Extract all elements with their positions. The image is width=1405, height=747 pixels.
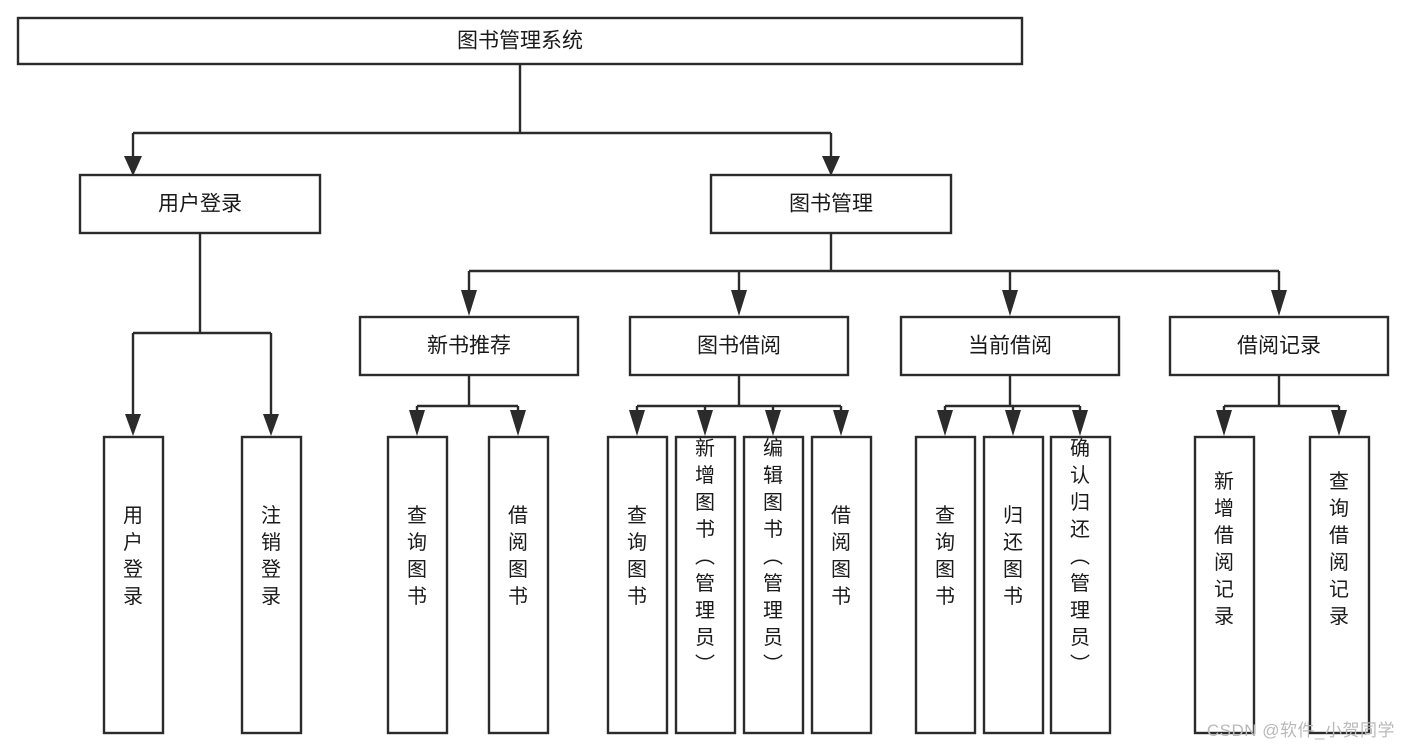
leaf-node[interactable]: 新增借阅记录	[1193, 435, 1256, 735]
leaf-node[interactable]: 查询图书	[606, 435, 669, 735]
leaf-user-login-1-label: 用户登录	[123, 505, 143, 608]
leaf-cb-1-label: 查询图书	[935, 504, 955, 608]
leaf-node[interactable]: 借阅图书	[810, 435, 873, 735]
leaf-node[interactable]: 新增图书︵管理员︶	[674, 435, 737, 735]
leaf-cb-2-label: 归还图书	[1003, 504, 1023, 608]
node-root-box[interactable]	[16, 16, 1024, 66]
node-book-borrow-box[interactable]	[628, 315, 850, 377]
leaf-cb-3-box[interactable]	[1049, 435, 1112, 735]
node-new-book-recommend[interactable]: 新书推荐	[358, 315, 580, 377]
leaf-nbr-2-label: 借阅图书	[508, 504, 528, 608]
arrow-head-leaf-br-2	[1331, 410, 1347, 436]
leaf-node[interactable]: 注销登录	[240, 435, 303, 735]
leaf-node[interactable]: 用户登录	[102, 435, 165, 735]
leaf-node[interactable]: 归还图书	[982, 435, 1045, 735]
leaf-node[interactable]: 确认归还︵管理员︶	[1049, 435, 1112, 735]
arrow-head-leaf-br-1	[1216, 410, 1232, 436]
leaf-user-login-2-label: 注销登录	[261, 504, 281, 608]
node-borrow-record[interactable]: 借阅记录	[1168, 315, 1390, 377]
connectors-book-manage-to-level3	[461, 233, 1287, 316]
leaf-bb-3-label: 编辑图书︵管理员︶	[763, 437, 783, 676]
leaf-node[interactable]: 查询借阅记录	[1308, 435, 1371, 735]
leaf-cb-3-label: 确认归还︵管理员︶	[1070, 437, 1090, 676]
node-book-borrow-label: 图书借阅	[697, 335, 781, 358]
leaf-nbr-2-box[interactable]	[487, 435, 550, 735]
node-new-book-recommend-label: 新书推荐	[427, 335, 511, 358]
node-current-borrow-box[interactable]	[899, 315, 1121, 377]
arrow-head-leaf-user-login-2	[263, 414, 279, 436]
arrow-head-borrow-record	[1271, 290, 1287, 316]
leaf-node[interactable]: 编辑图书︵管理员︶	[742, 435, 805, 735]
leaf-user-login-1-box[interactable]	[102, 435, 165, 735]
node-user-login-label: 用户登录	[158, 193, 242, 216]
node-new-book-recommend-box[interactable]	[358, 315, 580, 377]
arrow-head-book-manage	[822, 156, 840, 176]
leaf-bb-4-label: 借阅图书	[831, 504, 851, 608]
node-current-borrow[interactable]: 当前借阅	[899, 315, 1121, 377]
leaf-br-2-box[interactable]	[1308, 435, 1371, 735]
leaf-node[interactable]: 查询图书	[386, 435, 449, 735]
node-borrow-record-label: 借阅记录	[1237, 335, 1321, 358]
connectors-book-borrow-to-leaves	[629, 375, 849, 436]
leaf-br-1-box[interactable]	[1193, 435, 1256, 735]
arrow-head-book-borrow	[731, 290, 747, 316]
leaf-br-2-label: 查询借阅记录	[1329, 470, 1349, 628]
arrow-head-leaf-bb-3	[765, 410, 781, 436]
arrow-head-leaf-user-login-1	[125, 414, 141, 436]
node-book-manage-label: 图书管理	[789, 193, 873, 216]
node-user-login-box[interactable]	[78, 173, 322, 235]
node-book-manage-box[interactable]	[709, 173, 953, 235]
arrow-head-leaf-bb-2	[697, 410, 713, 436]
leaf-bb-2-label: 新增图书︵管理员︶	[695, 437, 715, 676]
leaf-bb-2-box[interactable]	[674, 435, 737, 735]
node-user-login[interactable]: 用户登录	[78, 173, 322, 235]
arrow-head-leaf-bb-1	[629, 410, 645, 436]
arrow-head-current-borrow	[1002, 290, 1018, 316]
connectors-user-login-to-leaves	[125, 233, 279, 436]
connectors-new-book-recommend-to-leaves	[409, 375, 526, 436]
node-root-label: 图书管理系统	[457, 30, 583, 53]
node-book-borrow[interactable]: 图书借阅	[628, 315, 850, 377]
leaf-nbr-1-label: 查询图书	[407, 504, 427, 608]
leaf-node[interactable]: 借阅图书	[487, 435, 550, 735]
node-book-manage[interactable]: 图书管理	[709, 173, 953, 235]
arrow-head-leaf-nbr-1	[409, 410, 425, 436]
node-root[interactable]: 图书管理系统	[16, 16, 1024, 66]
arrow-head-leaf-cb-2	[1005, 410, 1021, 436]
leaf-node[interactable]: 查询图书	[914, 435, 977, 735]
arrow-head-new-book-recommend	[461, 290, 477, 316]
leaf-cb-1-box[interactable]	[914, 435, 977, 735]
leaf-bb-1-box[interactable]	[606, 435, 669, 735]
leaf-br-1-label: 新增借阅记录	[1214, 470, 1234, 628]
leaf-user-login-2-box[interactable]	[240, 435, 303, 735]
leaf-bb-3-box[interactable]	[742, 435, 805, 735]
arrow-head-leaf-nbr-2	[510, 410, 526, 436]
connectors-borrow-record-to-leaves	[1216, 375, 1347, 436]
leaf-nbr-1-box[interactable]	[386, 435, 449, 735]
node-current-borrow-label: 当前借阅	[968, 335, 1052, 358]
connectors-root-to-level2	[124, 64, 840, 176]
leaf-bb-1-label: 查询图书	[627, 504, 647, 608]
node-borrow-record-box[interactable]	[1168, 315, 1390, 377]
arrow-head-leaf-cb-3	[1072, 410, 1088, 436]
arrow-head-user-login	[124, 156, 142, 176]
connectors-current-borrow-to-leaves	[937, 375, 1088, 436]
leaf-cb-2-box[interactable]	[982, 435, 1045, 735]
arrow-head-leaf-cb-1	[937, 410, 953, 436]
leaf-bb-4-box[interactable]	[810, 435, 873, 735]
arrow-head-leaf-bb-4	[833, 410, 849, 436]
